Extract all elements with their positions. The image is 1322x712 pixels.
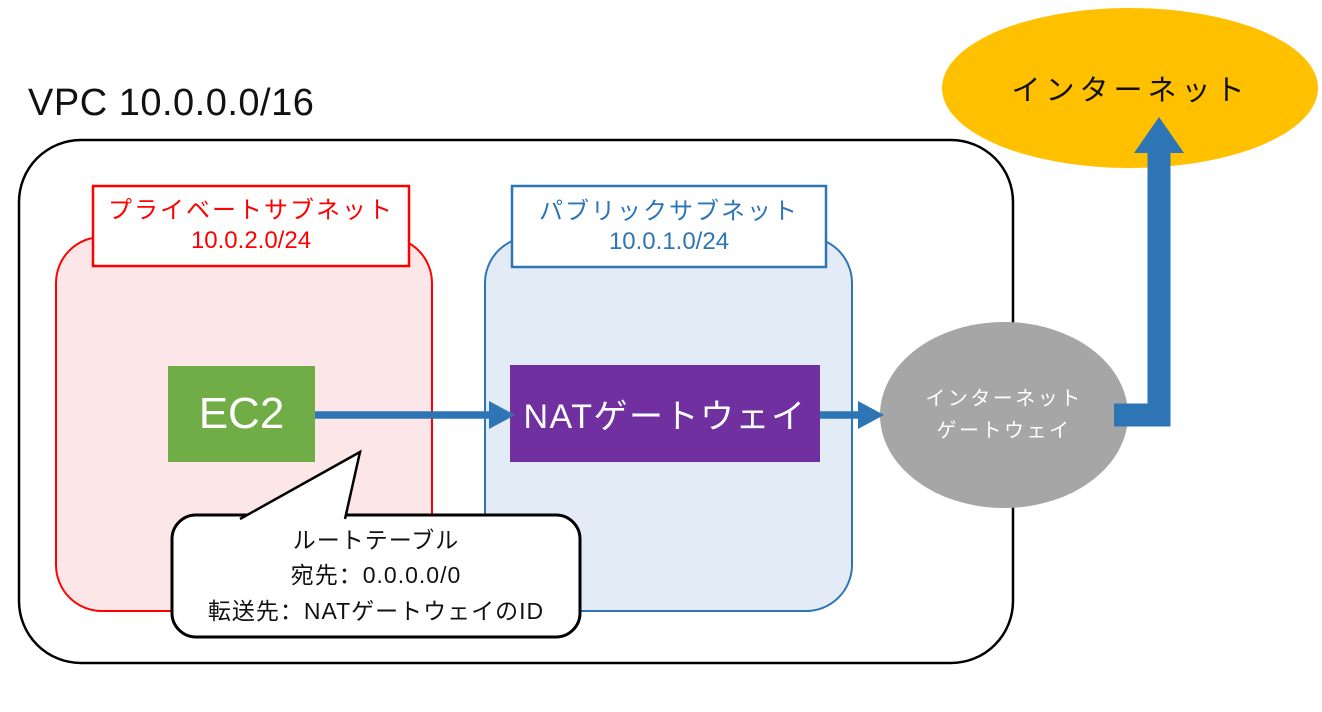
arrow-igw-to-internet-head [1134,117,1184,153]
nat-gateway-box-shape [510,365,820,462]
public-subnet-label-box [510,184,828,269]
internet-ellipse [942,8,1318,168]
internet-gateway-ellipse [880,322,1128,508]
arrow-igw-to-internet-elbow [1114,150,1171,427]
ec2-box-shape [168,366,315,462]
arrow-nat-to-igw-head [858,401,884,429]
callout-tail-outline [239,449,362,521]
private-subnet-label-box [91,184,411,268]
arrow-ec2-to-nat-head [489,401,515,429]
callout-bubble-shape [170,513,582,639]
